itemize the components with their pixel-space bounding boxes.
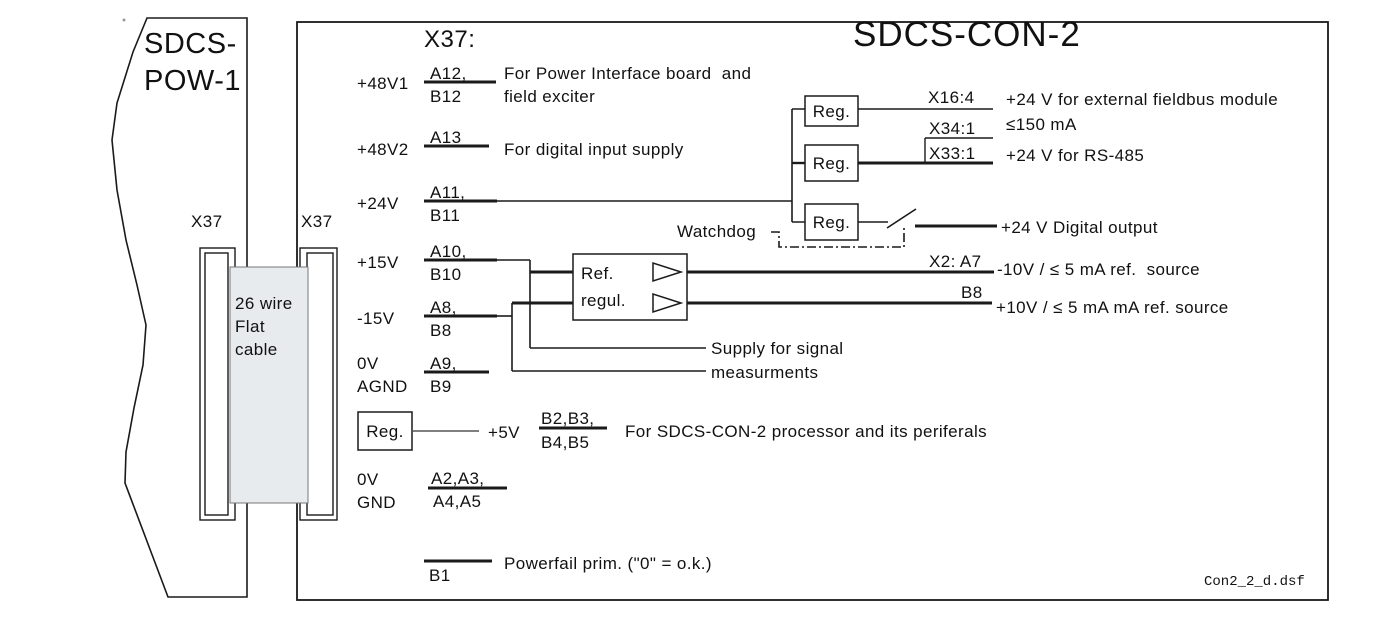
pow1-title: SDCS- POW-1 [144,28,242,97]
reg5v-box [357,411,413,451]
pin-a8: A8, [430,298,457,317]
reg3-box [804,203,859,241]
reg3-label: Reg. [812,213,851,232]
pin-a13: A13 [430,128,462,147]
pin-b12: B12 [430,87,462,106]
pin-b10: B10 [430,265,462,284]
text-fieldbus: +24 V for external fieldbus module ≤150 … [1006,90,1279,134]
text-digital-output: +24 V Digital output [1001,218,1158,237]
note-48v2: For digital input supply [504,140,684,159]
connector-right-label: X37 [301,212,333,231]
tag-x33-1: X33:1 [929,144,976,163]
signal-agnd: 0V AGND [357,354,408,396]
buffer-triangle-2 [652,292,684,314]
buffer-triangle-1 [652,261,684,283]
signal-24v: +24V [357,194,399,213]
connector-left-inner [204,252,229,516]
speck [122,18,126,22]
reg2-box [804,144,859,182]
reg2-label: Reg. [812,154,851,173]
watchdog-label: Watchdog [677,222,757,241]
signal-gnd: 0V GND [357,470,396,512]
reg1-label: Reg. [812,102,851,121]
pin-a10: A10, [430,242,467,261]
pin-a4a5: A4,A5 [433,492,482,511]
con2-title: SDCS-CON-2 [853,15,1081,54]
text-ref-pos: +10V / ≤ 5 mA mA ref. source [996,298,1229,317]
pin-a9: A9, [430,354,457,373]
pin-b1: B1 [429,566,451,585]
switch-blade [886,208,917,229]
signal-15vn: -15V [357,309,395,328]
reg1-box [804,95,859,127]
signal-48v2: +48V2 [357,140,409,159]
pin-b8: B8 [430,321,452,340]
pin-a2a3: A2,A3, [431,469,485,488]
footer-filename: Con2_2_d.dsf [1204,574,1305,590]
note-5v: For SDCS-CON-2 processor and its perifer… [625,422,988,441]
pin-b2b3: B2,B3, [541,409,595,428]
ref-regul-box [572,253,688,321]
tag-x34-1: X34:1 [929,119,976,138]
pin-b11: B11 [430,206,461,225]
tag-b8: B8 [961,283,983,302]
pin-b4b5: B4,B5 [541,433,590,452]
pin-b9: B9 [430,377,452,396]
text-supply-signal: Supply for signal measurments [711,339,844,382]
pin-a11: A11, [430,183,466,202]
signal-5v: +5V [488,423,520,442]
signal-15vp: +15V [357,253,399,272]
ref-regul-label: Ref. regul. [581,264,626,310]
connector-left-label: X37 [191,212,223,231]
connector-right-inner [306,252,334,516]
note-powerfail: Powerfail prim. ("0" = o.k.) [504,554,712,573]
text-rs485: +24 V for RS-485 [1006,146,1145,165]
pin-a12: A12, [430,64,467,83]
flat-cable [229,266,309,504]
note-48v1: For Power Interface board and field exci… [504,64,752,106]
pin-header: X37: [424,26,476,53]
text-ref-neg: -10V / ≤ 5 mA ref. source [997,260,1201,279]
reg5v-label: Reg. [366,422,404,441]
watchdog-dashdot [771,228,905,248]
tag-x2-a7: X2: A7 [929,252,982,271]
signal-48v1: +48V1 [357,74,409,93]
tag-x16-4: X16:4 [928,88,975,107]
flat-cable-label: 26 wire Flat cable [235,294,293,359]
